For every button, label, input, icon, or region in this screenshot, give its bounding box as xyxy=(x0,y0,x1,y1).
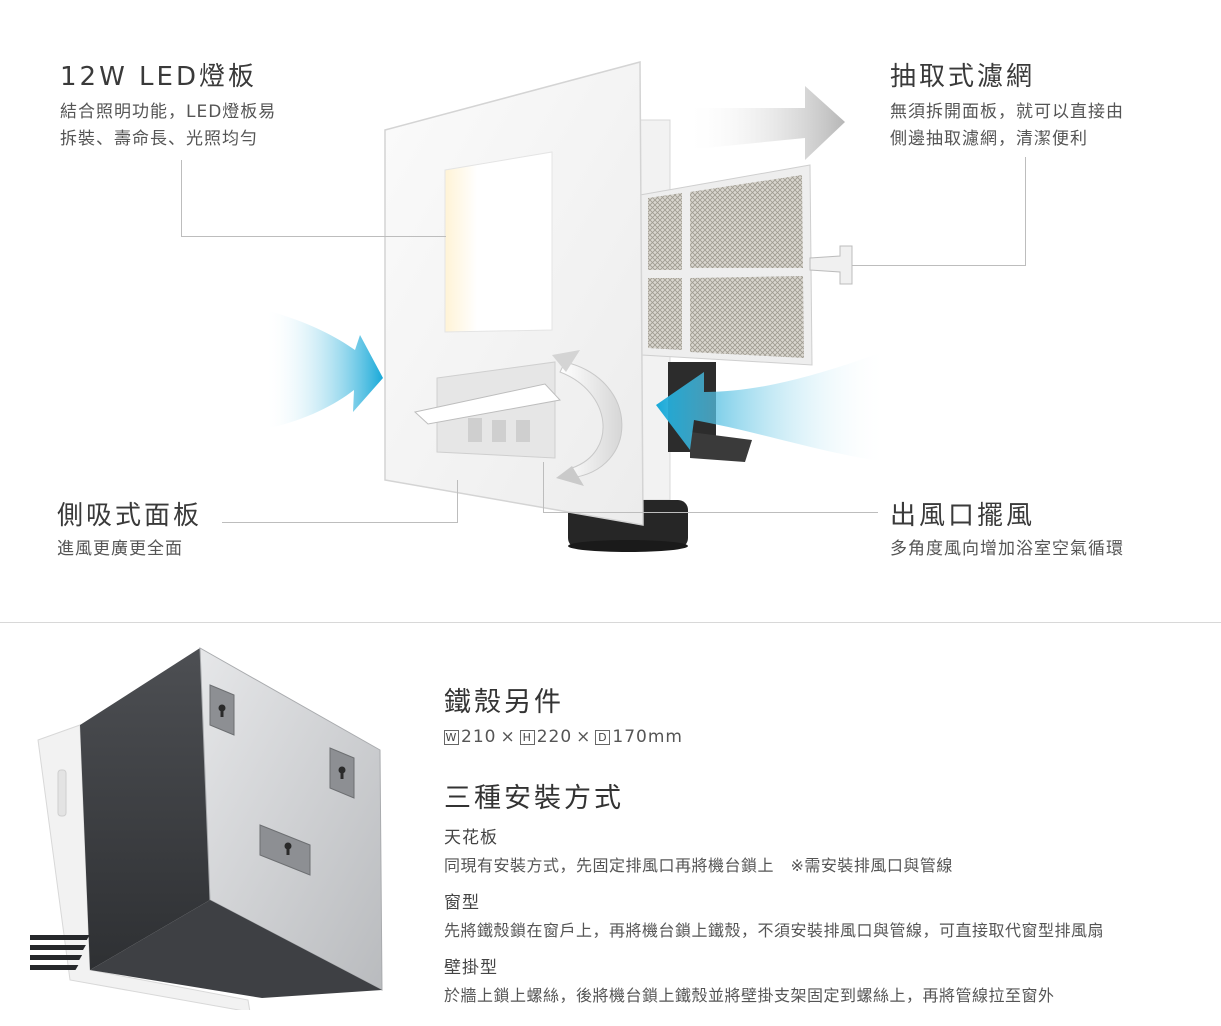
swing-direction-icon xyxy=(552,350,623,486)
feature-filter-title: 抽取式濾網 xyxy=(890,62,1036,92)
depth-badge: D xyxy=(595,729,611,745)
panel-leader-vertical xyxy=(457,480,458,523)
casing-title: 鐵殼另件 xyxy=(444,687,564,718)
blue-airflow-arrow-right xyxy=(656,350,888,462)
filter-leader-vertical xyxy=(1025,157,1026,265)
front-panel xyxy=(384,61,644,526)
casing-section: 鐵殼另件 W 210 × H 220 × D 170mm xyxy=(444,680,683,747)
width-badge: W xyxy=(444,729,459,745)
feature-filter-line2: 側邊抽取濾網，清潔便利 xyxy=(890,129,1088,149)
metal-casing-illustration xyxy=(30,647,383,1010)
install-item-window: 窗型 先將鐵殼鎖在窗戶上，再將機台鎖上鐵殼，不須安裝排風口與管線，可直接取代窗型… xyxy=(444,888,1104,941)
feature-led: 12W LED燈板 結合照明功能，LED燈板易 拆裝、壽命長、光照均勻 xyxy=(60,56,276,153)
feature-filter-line1: 無須拆開面板，就可以直接由 xyxy=(890,102,1124,122)
width-value: 210 xyxy=(461,727,497,747)
led-leader-vertical xyxy=(181,160,182,236)
height-badge: H xyxy=(519,729,535,745)
install-item-name: 壁掛型 xyxy=(444,958,498,978)
panel-leader-horizontal xyxy=(222,522,457,523)
section-divider xyxy=(0,622,1221,623)
led-leader-horizontal xyxy=(181,236,446,237)
blue-airflow-arrow-left xyxy=(265,310,383,428)
times-sign: × xyxy=(576,727,592,747)
feature-outlet: 出風口擺風 多角度風向增加浴室空氣循環 xyxy=(890,495,1124,563)
casing-dimensions: W 210 × H 220 × D 170mm xyxy=(444,727,683,747)
install-item-name: 窗型 xyxy=(444,893,480,913)
feature-panel-title: 側吸式面板 xyxy=(57,501,203,531)
install-item-name: 天花板 xyxy=(444,828,498,848)
feature-led-title: 12W LED燈板 xyxy=(60,62,257,92)
outlet-leader-horizontal xyxy=(543,512,878,513)
install-item-wall: 壁掛型 於牆上鎖上螺絲，後將機台鎖上鐵殼並將壁掛支架固定到螺絲上，再將管線拉至窗… xyxy=(444,953,1104,1006)
outlet-leader-vertical xyxy=(543,462,544,513)
feature-outlet-line1: 多角度風向增加浴室空氣循環 xyxy=(890,539,1124,559)
install-item-desc: 於牆上鎖上螺絲，後將機台鎖上鐵殼並將壁掛支架固定到螺絲上，再將管線拉至窗外 xyxy=(444,986,1055,1005)
feature-panel-line1: 進風更廣更全面 xyxy=(57,539,183,559)
install-title: 三種安裝方式 xyxy=(444,783,624,814)
depth-value: 170mm xyxy=(612,727,683,747)
install-item-desc: 先將鐵殼鎖在窗戶上，再將機台鎖上鐵殼，不須安裝排風口與管線，可直接取代窗型排風扇 xyxy=(444,921,1105,940)
height-value: 220 xyxy=(536,727,573,747)
install-section: 三種安裝方式 天花板 同現有安裝方式，先固定排風口再將機台鎖上 ※需安裝排風口與… xyxy=(444,776,1104,1006)
pull-out-filter xyxy=(639,164,853,366)
gray-airflow-arrow xyxy=(685,86,845,160)
filter-leader-horizontal xyxy=(852,265,1026,266)
feature-panel: 側吸式面板 進風更廣更全面 xyxy=(57,495,202,563)
install-item-ceiling: 天花板 同現有安裝方式，先固定排風口再將機台鎖上 ※需安裝排風口與管線 xyxy=(444,823,1104,876)
feature-led-line1: 結合照明功能，LED燈板易 xyxy=(60,102,277,122)
feature-filter: 抽取式濾網 無須拆開面板，就可以直接由 側邊抽取濾網，清潔便利 xyxy=(890,56,1124,153)
install-item-desc: 同現有安裝方式，先固定排風口再將機台鎖上 ※需安裝排風口與管線 xyxy=(444,856,953,875)
times-sign: × xyxy=(500,727,516,747)
feature-led-line2: 拆裝、壽命長、光照均勻 xyxy=(60,129,258,149)
feature-outlet-title: 出風口擺風 xyxy=(890,501,1036,531)
